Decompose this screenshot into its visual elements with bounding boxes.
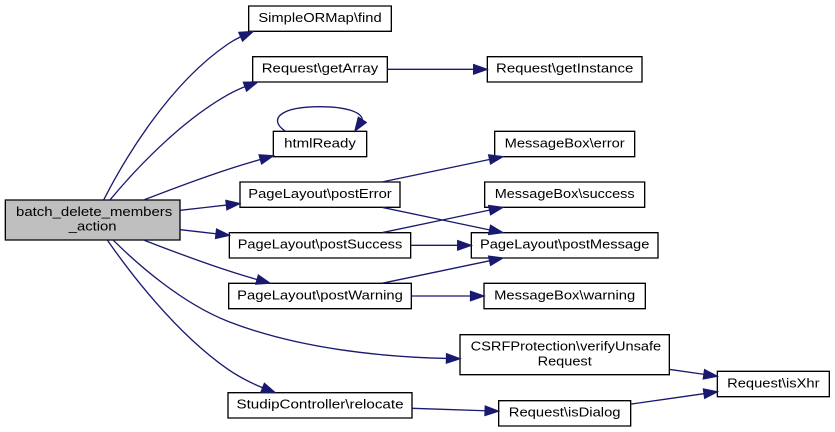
svg-text:MessageBox\error: MessageBox\error [505,135,626,150]
svg-text:Request\getArray: Request\getArray [262,61,379,76]
svg-text:MessageBox\warning: MessageBox\warning [494,287,635,302]
svg-text:PageLayout\postSuccess: PageLayout\postSuccess [238,237,403,252]
svg-text:Request\isXhr: Request\isXhr [727,375,820,390]
svg-text:Request\getInstance: Request\getInstance [496,61,633,76]
svg-text:MessageBox\success: MessageBox\success [495,186,635,201]
svg-text:CSRFProtection\verifyUnsafe: CSRFProtection\verifyUnsafe [471,339,662,354]
svg-text:PageLayout\postError: PageLayout\postError [248,186,392,201]
svg-text:Request: Request [538,353,592,368]
svg-text:PageLayout\postMessage: PageLayout\postMessage [480,237,649,252]
svg-text:batch_delete_members: batch_delete_members [16,204,173,219]
svg-text:StudipController\relocate: StudipController\relocate [236,397,403,412]
svg-text:Request\isDialog: Request\isDialog [509,405,621,420]
svg-text:htmlReady: htmlReady [284,135,356,150]
svg-text:_action: _action [68,219,117,234]
svg-text:PageLayout\postWarning: PageLayout\postWarning [237,287,403,302]
svg-text:SimpleORMap\find: SimpleORMap\find [258,10,381,25]
